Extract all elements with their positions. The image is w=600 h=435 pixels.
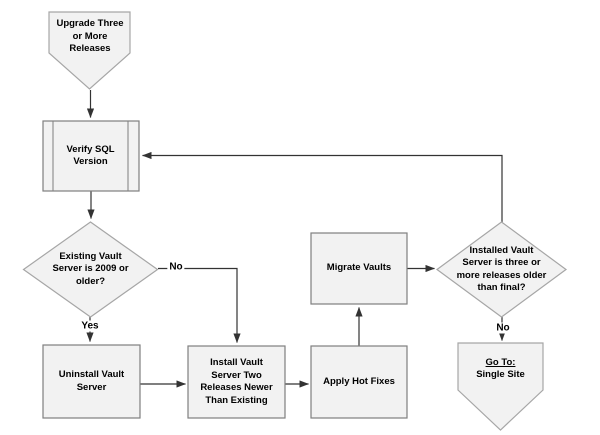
offpage-connector-upgrade-shape — [48, 11, 131, 90]
decision-installed-vault-shape — [435, 221, 568, 318]
predefined-process-verify-sql-shape — [42, 120, 140, 192]
connector-existing-no-to-install — [158, 267, 241, 344]
offpage-connector-goto-shape — [457, 342, 544, 431]
process-migrate-vaults-shape — [310, 232, 408, 305]
process-install-vault-shape — [187, 345, 286, 419]
connector-installed-yes-loop-to-verify — [141, 151, 503, 222]
decision-existing-vault-shape — [22, 221, 159, 318]
process-uninstall-vault-shape — [42, 344, 141, 419]
process-apply-hot-fixes-shape — [310, 345, 408, 419]
